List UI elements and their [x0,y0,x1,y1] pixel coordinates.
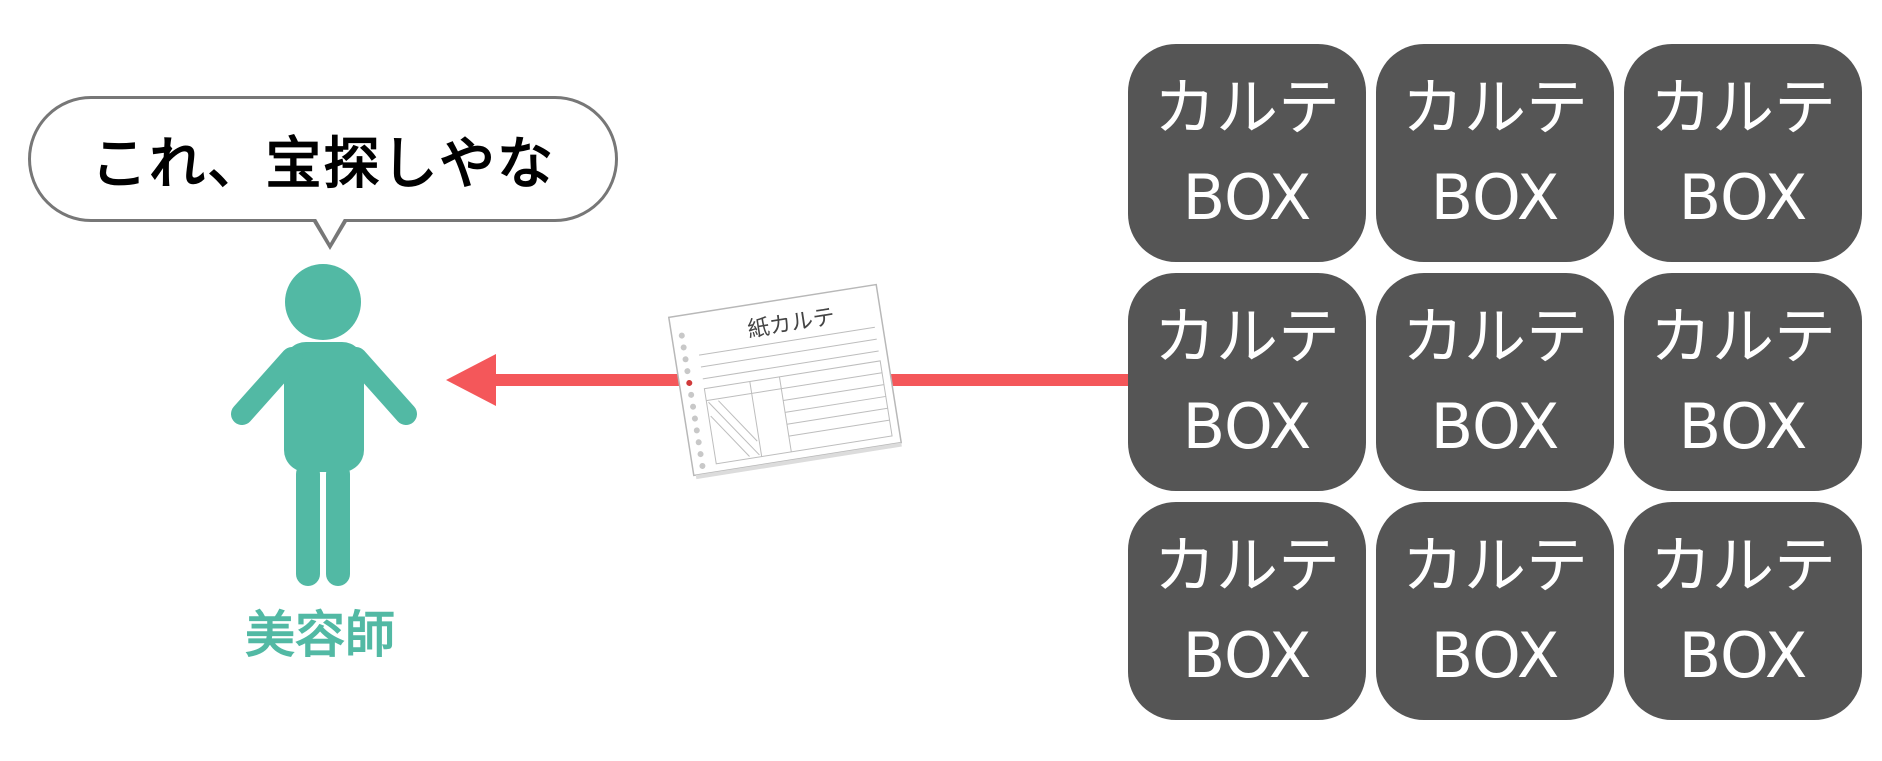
speech-text: これ、宝探しやな [91,131,555,197]
speech-bubble: これ、宝探しやな [28,96,618,222]
paper-chart-icon: 紙カルテ [667,283,903,480]
person-label: 美容師 [245,606,395,664]
person-icon [231,264,417,586]
speech-bubble-tail-fill [315,217,345,243]
